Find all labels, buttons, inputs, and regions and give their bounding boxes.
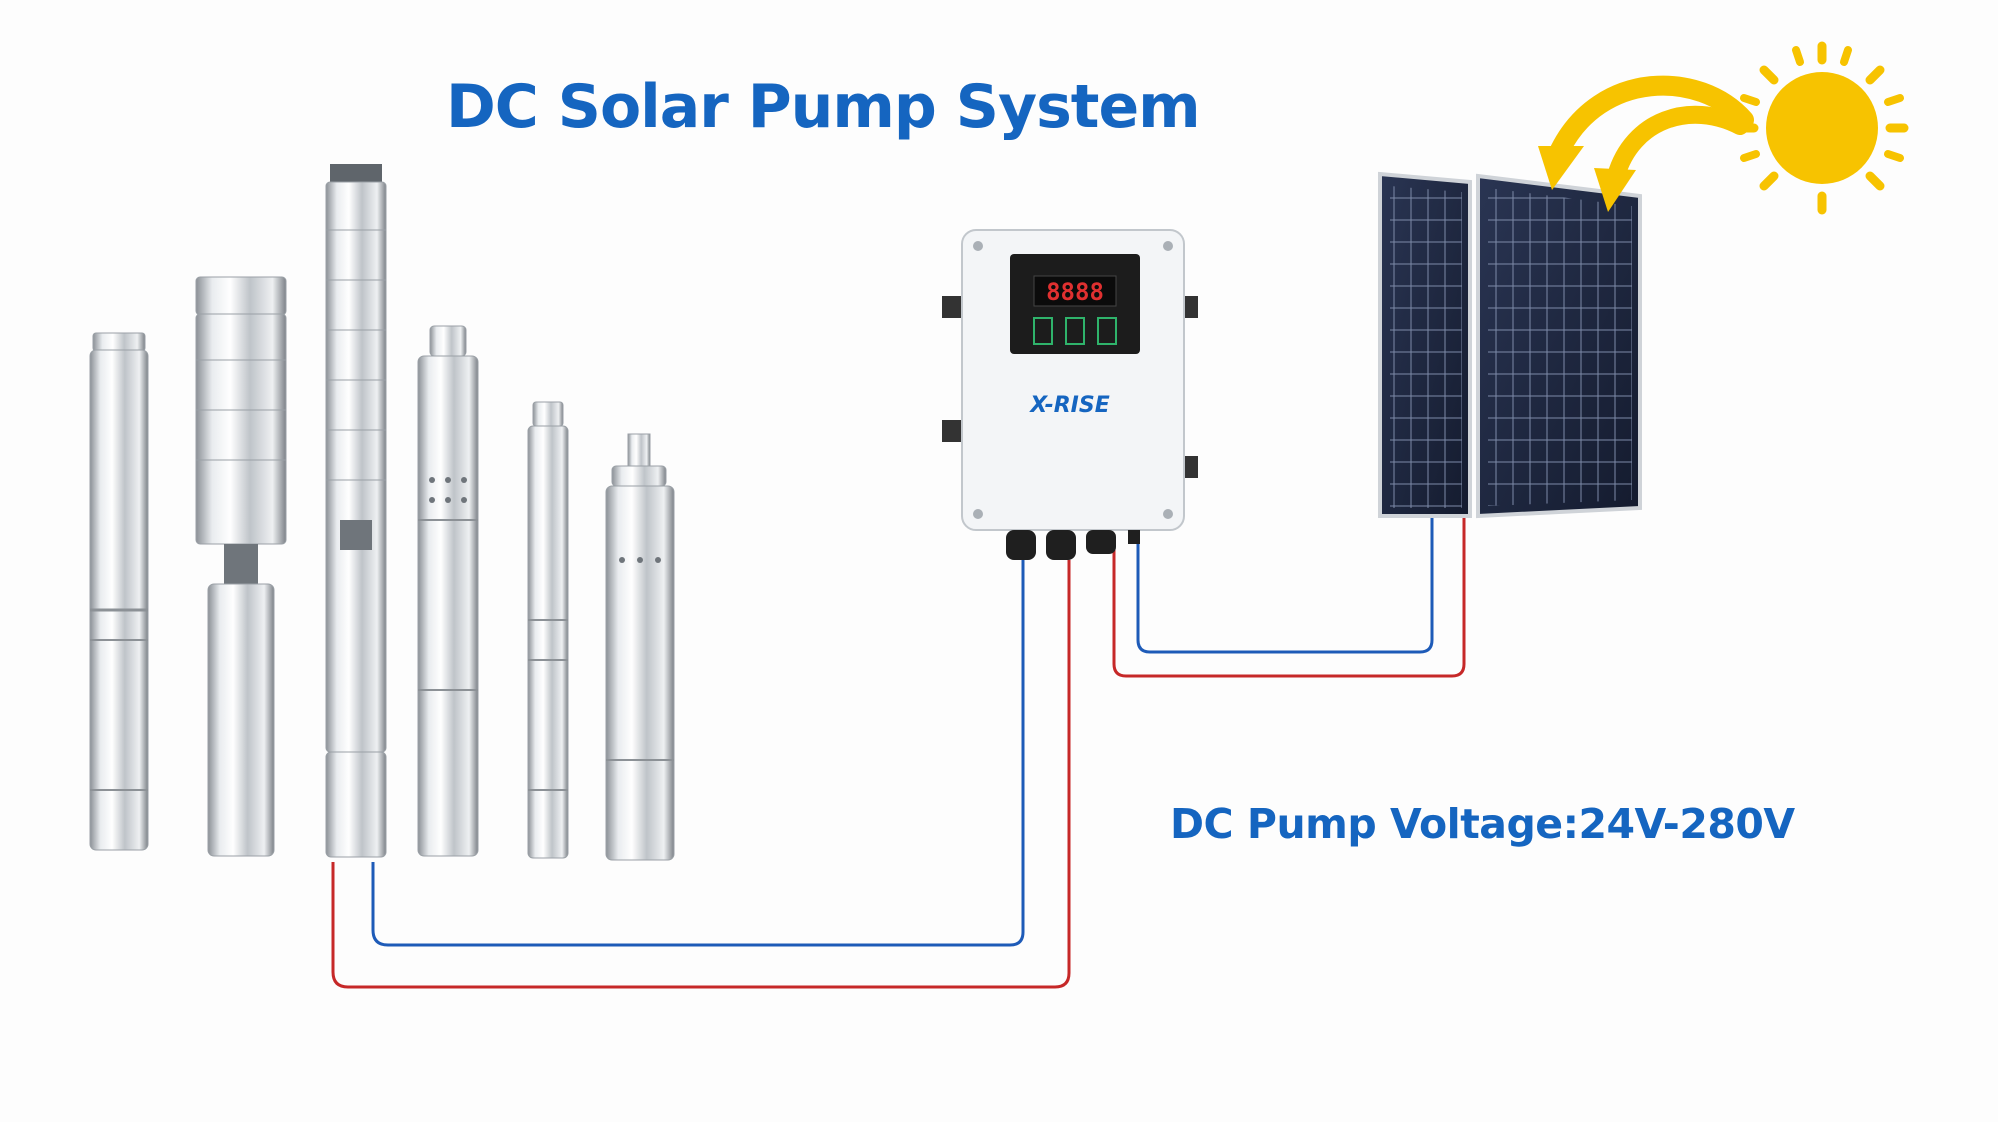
diagram-title: DC Solar Pump System xyxy=(446,72,1201,142)
pump-positive-wire xyxy=(331,560,1071,989)
pump-negative-wire xyxy=(371,560,1025,947)
pump-controller: 8888 X-RISE xyxy=(942,229,1198,560)
voltage-label: DC Pump Voltage:24V-280V xyxy=(1170,800,1795,848)
sunlight-arrows xyxy=(1538,75,1754,212)
controller-brand-logo: X-RISE xyxy=(1028,393,1109,418)
solar-panel-1 xyxy=(1378,171,1472,518)
panel-negative-wire xyxy=(1136,512,1434,654)
submersible-pump-5 xyxy=(527,401,569,859)
sun-icon xyxy=(1735,41,1909,215)
submersible-pump-3 xyxy=(325,164,387,858)
submersible-pump-2 xyxy=(195,276,287,857)
submersible-pump-1 xyxy=(89,332,149,851)
controller-display-digits: 8888 xyxy=(1046,278,1104,306)
panel-positive-wire xyxy=(1112,512,1466,678)
submersible-pump-4 xyxy=(417,325,479,857)
submersible-pump-6 xyxy=(605,433,675,861)
solar-panel-2 xyxy=(1476,173,1642,519)
